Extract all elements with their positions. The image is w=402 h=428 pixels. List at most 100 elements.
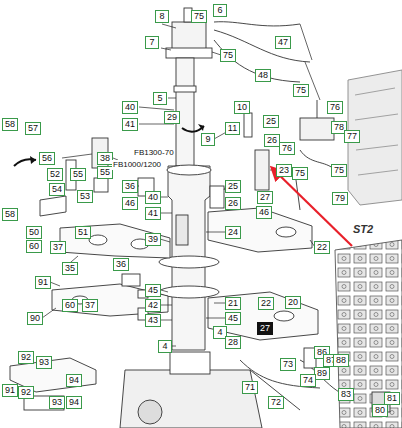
callout-number: 42 — [148, 300, 158, 311]
callout-box: 75 — [331, 164, 347, 177]
callout-box: 55 — [70, 168, 86, 181]
callout-box: 45 — [145, 284, 161, 297]
callout-box: 75 — [292, 167, 308, 180]
callout-number: 75 — [194, 11, 204, 22]
callout-box: 11 — [225, 122, 240, 135]
callout-box: 58 — [2, 118, 18, 131]
callout-number: 36 — [116, 259, 126, 270]
callout-number: 57 — [28, 123, 38, 134]
callout-box: 53 — [77, 190, 93, 203]
callout-number: 75 — [223, 50, 233, 61]
callout-box: 41 — [122, 118, 138, 131]
callout-box: 40 — [122, 101, 138, 114]
callout-number: 92 — [21, 352, 31, 363]
part-code: FB1000/1200 — [112, 160, 162, 170]
callout-number: 74 — [303, 375, 313, 386]
callout-number: 43 — [148, 315, 158, 326]
callout-number: 38 — [100, 153, 110, 164]
callout-number: 27 — [260, 323, 270, 334]
callout-number: 90 — [30, 313, 40, 324]
callout-number: 25 — [228, 181, 238, 192]
callout-number: 52 — [50, 169, 60, 180]
callout-box: 4 — [158, 340, 172, 353]
callout-number: 89 — [317, 368, 327, 379]
callout-number: 75 — [295, 168, 305, 179]
callout-number: 79 — [335, 193, 345, 204]
callout-box: 76 — [327, 101, 343, 114]
callout-number: 47 — [278, 37, 288, 48]
callout-box: 25 — [263, 115, 279, 128]
callout-number: 72 — [271, 397, 281, 408]
callout-number: 27 — [260, 192, 270, 203]
callout-number: 60 — [29, 241, 39, 252]
callout-box: 76 — [279, 142, 295, 155]
callout-box: 28 — [225, 336, 241, 349]
callout-number: 93 — [39, 357, 49, 368]
callout-box: 79 — [332, 192, 348, 205]
callout-number: 40 — [125, 102, 135, 113]
callout-box: 6 — [213, 4, 227, 17]
callout-box: 21 — [225, 297, 241, 310]
callout-box: 89 — [314, 367, 330, 380]
callout-number: 91 — [38, 277, 48, 288]
callout-number: 56 — [42, 153, 52, 164]
callout-box: 91 — [35, 276, 51, 289]
callout-box: 73 — [280, 358, 296, 371]
callout-number: 71 — [245, 382, 255, 393]
callout-box: 80 — [372, 404, 388, 417]
part-code: FB1300-70 — [133, 148, 175, 158]
callout-box: 50 — [26, 226, 42, 239]
callout-box: 75 — [191, 10, 207, 23]
callout-box: 29 — [164, 111, 180, 124]
callout-box: 23 — [276, 164, 292, 177]
callout-number: 4 — [217, 327, 222, 338]
callout-box: 27 — [257, 322, 273, 335]
callout-box: 37 — [50, 241, 66, 254]
callout-box: 88 — [333, 354, 349, 367]
callout-box: 93 — [49, 396, 65, 409]
callout-box: 39 — [145, 233, 161, 246]
callout-number: 28 — [228, 337, 238, 348]
callout-number: 88 — [336, 355, 346, 366]
callout-number: 21 — [228, 298, 238, 309]
callout-number: 91 — [5, 385, 15, 396]
callout-box: 9 — [201, 133, 215, 146]
callout-number: 11 — [228, 123, 237, 134]
callout-number: 73 — [283, 359, 293, 370]
callout-box: 10 — [234, 101, 250, 114]
callout-number: 41 — [148, 208, 158, 219]
callout-box: 60 — [26, 240, 42, 253]
callout-number: 45 — [148, 285, 158, 296]
callout-box: 35 — [62, 262, 78, 275]
callout-box: 26 — [225, 197, 241, 210]
callout-number: 58 — [5, 119, 15, 130]
callout-number: 55 — [73, 169, 83, 180]
callout-number: 22 — [261, 298, 271, 309]
callout-number: 37 — [53, 242, 63, 253]
callout-box: 58 — [2, 208, 18, 221]
callout-number: 5 — [157, 93, 162, 104]
callout-box: 37 — [82, 299, 98, 312]
callout-number: 53 — [80, 191, 90, 202]
callout-box: 43 — [145, 314, 161, 327]
callout-number: 80 — [375, 405, 385, 416]
callout-box: 27 — [257, 191, 273, 204]
callout-box: 25 — [225, 180, 241, 193]
callout-box: 36 — [113, 258, 129, 271]
callout-number: 9 — [205, 134, 210, 145]
callout-box: 48 — [255, 69, 271, 82]
callout-number: 46 — [259, 207, 269, 218]
callout-number: 4 — [162, 341, 167, 352]
callout-number: 37 — [85, 300, 95, 311]
callout-box: 42 — [145, 299, 161, 312]
callout-box: 45 — [225, 312, 241, 325]
callout-box: 36 — [122, 180, 138, 193]
callout-box: 75 — [293, 84, 309, 97]
callout-number: 94 — [69, 375, 79, 386]
callout-box: 74 — [300, 374, 316, 387]
callout-number: 20 — [288, 297, 298, 308]
callout-box: 7 — [145, 36, 159, 49]
callout-number: 51 — [78, 227, 88, 238]
callout-number: 48 — [258, 70, 268, 81]
callout-number: 77 — [347, 131, 357, 142]
